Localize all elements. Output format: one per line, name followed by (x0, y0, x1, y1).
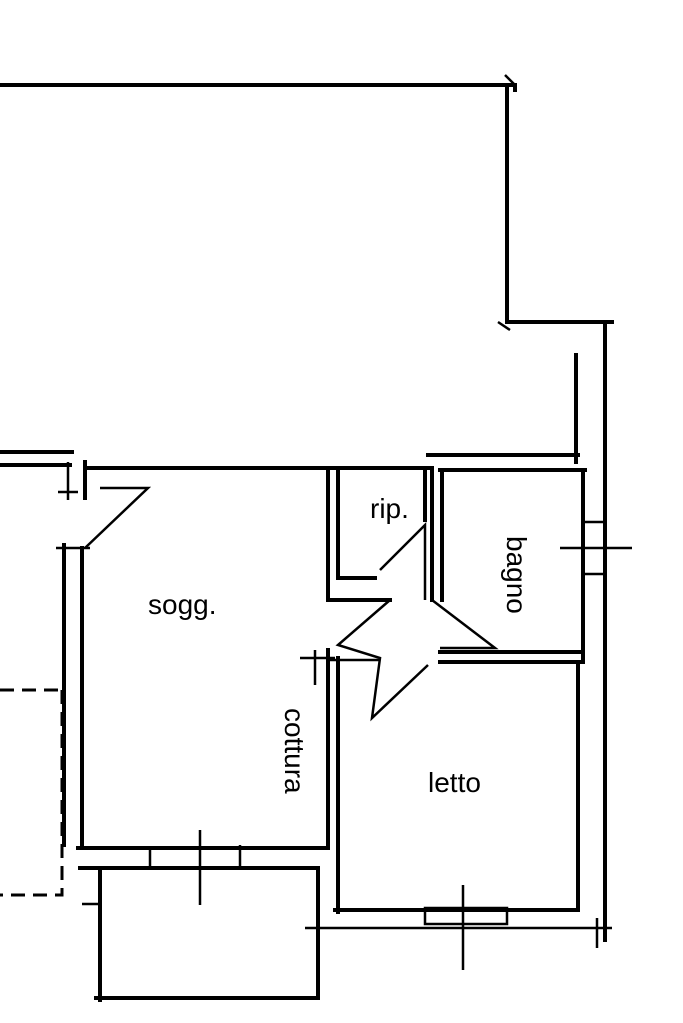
bedroom-walls (305, 660, 612, 970)
room-label-storage: rip. (370, 493, 409, 524)
room-label-kitchen: cottura (279, 708, 310, 794)
kitchen-corridor-walls (300, 598, 429, 914)
living-room-walls (76, 460, 432, 905)
room-label-bathroom: bagno (501, 536, 532, 614)
left-structure (0, 450, 90, 897)
storage-room-walls (326, 466, 434, 602)
room-label-bedroom: letto (428, 767, 481, 798)
terrace-outline (0, 74, 614, 942)
bathroom-walls (431, 468, 632, 664)
balcony-outline (78, 866, 320, 1002)
room-label-living: sogg. (148, 589, 217, 620)
